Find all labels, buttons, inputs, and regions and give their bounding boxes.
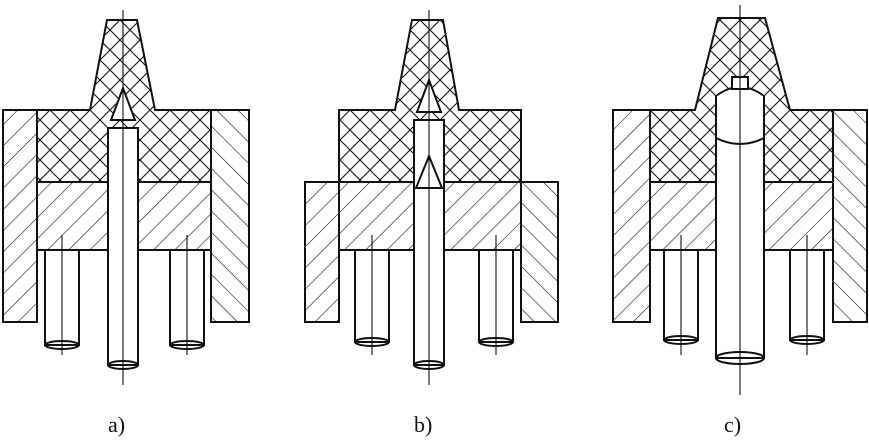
outer-wall-right xyxy=(832,109,868,323)
panel-label-a: a) xyxy=(108,412,125,437)
panel-b: b) xyxy=(304,10,559,437)
outer-wall-left xyxy=(612,109,651,323)
panel-a: a) xyxy=(2,10,250,437)
panel-label-b: b) xyxy=(414,412,432,437)
outer-wall-right xyxy=(210,109,250,323)
outer-wall-left xyxy=(304,181,340,323)
outer-wall-left xyxy=(2,109,38,323)
outer-wall-right xyxy=(520,181,559,323)
panel-c: c) xyxy=(612,5,868,437)
panel-label-c: c) xyxy=(724,412,741,437)
